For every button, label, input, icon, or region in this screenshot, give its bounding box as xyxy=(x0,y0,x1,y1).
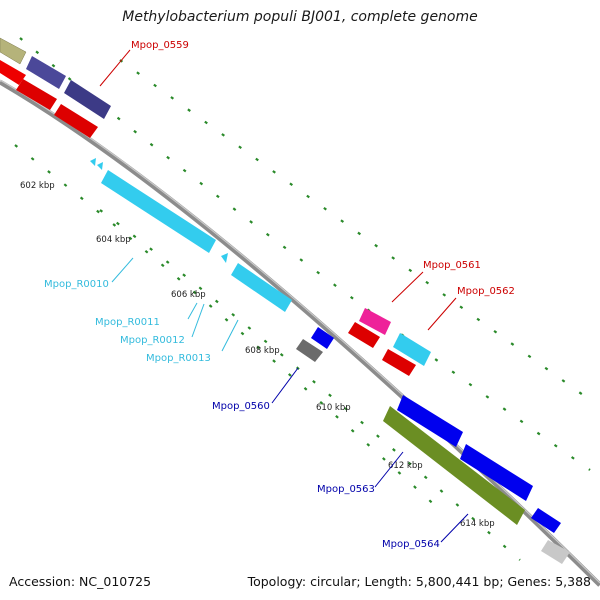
label-mpop-0562: Mpop_0562 xyxy=(457,286,515,297)
tick-602: 602 kbp xyxy=(20,181,55,191)
tick-608: 608 kbp xyxy=(245,346,280,356)
leader-lines xyxy=(99,49,469,543)
rna-arrow-small-2 xyxy=(97,162,103,170)
block-blue-short xyxy=(531,508,561,533)
label-mpop-r0013: Mpop_R0013 xyxy=(146,353,211,364)
label-mpop-0564: Mpop_0564 xyxy=(382,539,440,550)
block-blue-small xyxy=(311,327,334,349)
rna-arrow-small-1 xyxy=(90,158,96,166)
length-label: Length: xyxy=(364,574,412,589)
block-khaki xyxy=(0,37,27,65)
tick-614: 614 kbp xyxy=(460,519,495,529)
gene-labels: Mpop_0559 Mpop_R0010 Mpop_R0011 Mpop_R00… xyxy=(44,40,515,550)
topology-value: circular xyxy=(310,574,357,589)
topology-label: Topology: xyxy=(247,574,307,589)
leader-mpop-0561 xyxy=(391,271,424,303)
block-slate-1 xyxy=(26,56,66,89)
leader-mpop-0559 xyxy=(99,49,131,87)
backbone-line xyxy=(0,79,600,587)
label-mpop-r0011: Mpop_R0011 xyxy=(95,317,160,328)
label-mpop-0560: Mpop_0560 xyxy=(212,401,270,412)
leader-mpop-0564 xyxy=(440,513,469,543)
label-mpop-r0010: Mpop_R0010 xyxy=(44,279,109,290)
block-slate-2 xyxy=(64,80,111,119)
label-mpop-0561: Mpop_0561 xyxy=(423,260,481,271)
tick-610: 610 kbp xyxy=(316,403,351,413)
label-mpop-r0012: Mpop_R0012 xyxy=(120,335,185,346)
block-blue-long-2 xyxy=(460,444,533,501)
leader-mpop-r0010 xyxy=(111,257,134,283)
label-mpop-0563: Mpop_0563 xyxy=(317,484,375,495)
leader-mpop-0563 xyxy=(374,451,404,488)
block-magenta xyxy=(359,308,391,335)
map-title: Methylobacterium populi BJ001, complete … xyxy=(122,9,478,25)
tick-604: 604 kbp xyxy=(96,235,131,245)
rna-block-large xyxy=(101,170,216,253)
leader-mpop-r0013 xyxy=(221,319,239,352)
block-light-gray xyxy=(541,540,570,564)
leader-mpop-0560 xyxy=(271,367,299,404)
block-red-5 xyxy=(382,349,416,376)
tick-612: 612 kbp xyxy=(388,461,423,471)
block-olive-long xyxy=(383,406,525,525)
rna-arrow-small-3 xyxy=(221,253,228,263)
length-value: 5,800,441 bp xyxy=(415,574,500,589)
block-red-2 xyxy=(16,79,57,110)
tick-606: 606 kbp xyxy=(171,290,206,300)
leader-mpop-r0011 xyxy=(187,302,198,320)
accession-value: NC_010725 xyxy=(79,574,152,589)
genes-value: 5,388 xyxy=(555,574,591,589)
block-blue-long-1 xyxy=(397,395,463,447)
genes-label: Genes: xyxy=(507,574,552,589)
rna-block-medium xyxy=(231,263,292,312)
accession-info: Accession: NC_010725 xyxy=(9,574,151,589)
block-gray xyxy=(296,339,323,362)
block-red-3 xyxy=(54,104,98,138)
leader-mpop-r0012 xyxy=(191,303,205,338)
block-red-1 xyxy=(0,60,26,85)
block-red-4 xyxy=(348,322,380,348)
label-mpop-0559: Mpop_0559 xyxy=(131,40,189,51)
genome-stats: Topology: circular; Length: 5,800,441 bp… xyxy=(247,574,591,589)
leader-mpop-0562 xyxy=(427,297,457,331)
accession-label: Accession: xyxy=(9,574,76,589)
feature-blocks xyxy=(0,37,570,564)
tick-labels: 602 kbp 604 kbp 606 kbp 608 kbp 610 kbp … xyxy=(20,181,495,529)
block-cyan-right xyxy=(393,333,431,366)
